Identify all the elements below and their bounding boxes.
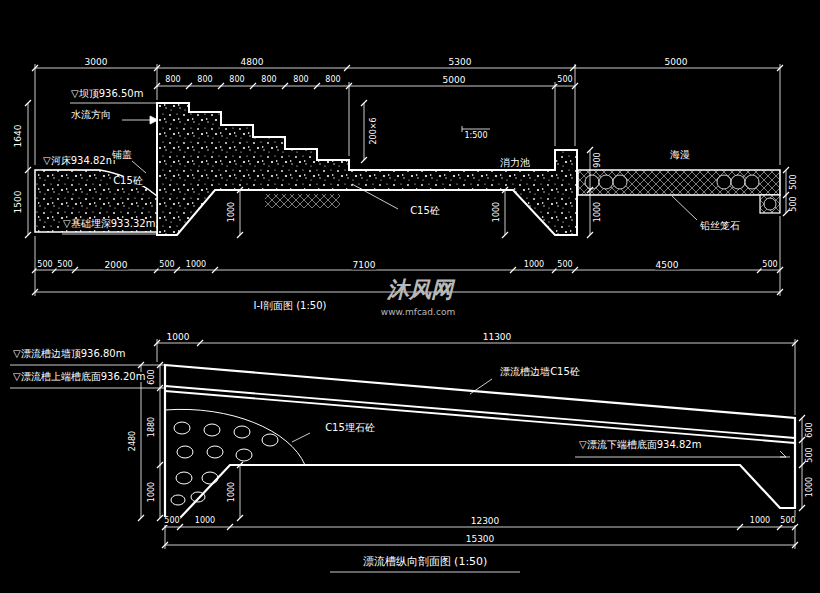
dimension-text: 500 <box>790 173 798 190</box>
section-title: I-I剖面图 (1:50) <box>253 301 328 311</box>
dimension-text: 800 <box>196 76 213 84</box>
dimension-text: 500 <box>790 195 798 212</box>
dimension-text: 500 <box>806 446 814 463</box>
dimension-text: 1880 <box>148 416 156 438</box>
material-label: 海漫 <box>669 150 691 160</box>
dimension-text: 500 <box>556 76 573 84</box>
dimension-text: 500 <box>556 261 573 269</box>
dimension-text: 800 <box>228 76 245 84</box>
flow-label: 水流方向 <box>70 110 112 120</box>
elevation-label: ▽漂流槽上端槽底面936.20m <box>12 372 146 382</box>
dimension-text: 4800 <box>240 58 265 67</box>
dimension-text: 1000 <box>594 201 602 223</box>
dimension-text: 2000 <box>104 261 129 270</box>
watermark: www.mfcad.com <box>380 308 456 317</box>
elevation-label: ▽河床934.82m <box>42 156 116 166</box>
dimension-text: 900 <box>594 151 602 168</box>
dimension-text: 800 <box>164 76 181 84</box>
material-label: 漂流槽边墙C15砼 <box>499 367 581 377</box>
material-label: 消力池 <box>499 158 531 168</box>
dimension-text: 1000 <box>228 201 236 223</box>
elevation-label: ▽坝顶936.50m <box>70 89 144 99</box>
dimension-text: 1000 <box>148 481 156 503</box>
dimension-text: 500 <box>36 261 53 269</box>
elevation-label: ▽漂流槽边墙顶936.80m <box>12 349 126 359</box>
dimension-text: 1500 <box>14 190 23 215</box>
dimension-text: 5300 <box>448 58 473 67</box>
dimension-text: 1640 <box>14 124 23 149</box>
elevation-label: ▽漂流下端槽底面934.82m <box>578 440 702 450</box>
dimension-text: 4500 <box>655 261 680 270</box>
dimension-text: 5000 <box>442 76 467 85</box>
dimension-text: 1:500 <box>463 132 488 140</box>
drawing-caption: 漂流槽纵向剖面图 (1:50) <box>362 556 489 567</box>
dimension-text: 800 <box>260 76 277 84</box>
dimension-text: 500 <box>761 261 778 269</box>
dimension-text: 1000 <box>749 517 771 525</box>
dimension-text: 3000 <box>84 58 109 67</box>
elevation-label: ▽基础埋深933.32m <box>62 219 156 229</box>
dimension-text: 500 <box>158 261 175 269</box>
dimension-text: 5000 <box>664 58 689 67</box>
dimension-text: 200×6 <box>370 116 378 145</box>
watermark: 沐风网 <box>386 279 454 301</box>
dimension-text: 500 <box>779 517 796 525</box>
dimension-text: 500 <box>56 261 73 269</box>
material-label: C15埋石砼 <box>324 423 376 433</box>
dimension-text: 1000 <box>185 261 207 269</box>
dimension-text: 1000 <box>166 333 191 342</box>
dimension-text: 15300 <box>465 535 496 544</box>
dimension-text: 500 <box>163 517 180 525</box>
dimension-text: 1000 <box>806 476 814 498</box>
material-label: 铅丝笼石 <box>699 221 741 231</box>
dimension-text: 1000 <box>493 201 501 223</box>
dimension-text: 2480 <box>129 430 137 452</box>
material-label: 铺盖 <box>111 150 133 160</box>
dimension-text: 1000 <box>228 481 236 503</box>
material-label: C15砼 <box>409 206 441 216</box>
dimension-text: 12300 <box>470 517 501 526</box>
dimension-text: 7100 <box>352 261 377 270</box>
dimension-text: 600 <box>806 421 814 438</box>
material-label: C15砼 <box>112 176 144 186</box>
dimension-text: 11300 <box>482 333 513 342</box>
dimension-text: 600 <box>148 368 156 385</box>
dimension-text: 1000 <box>194 517 216 525</box>
dimension-text: 800 <box>292 76 309 84</box>
dimension-text: 1000 <box>523 261 545 269</box>
dimension-text: 800 <box>324 76 341 84</box>
